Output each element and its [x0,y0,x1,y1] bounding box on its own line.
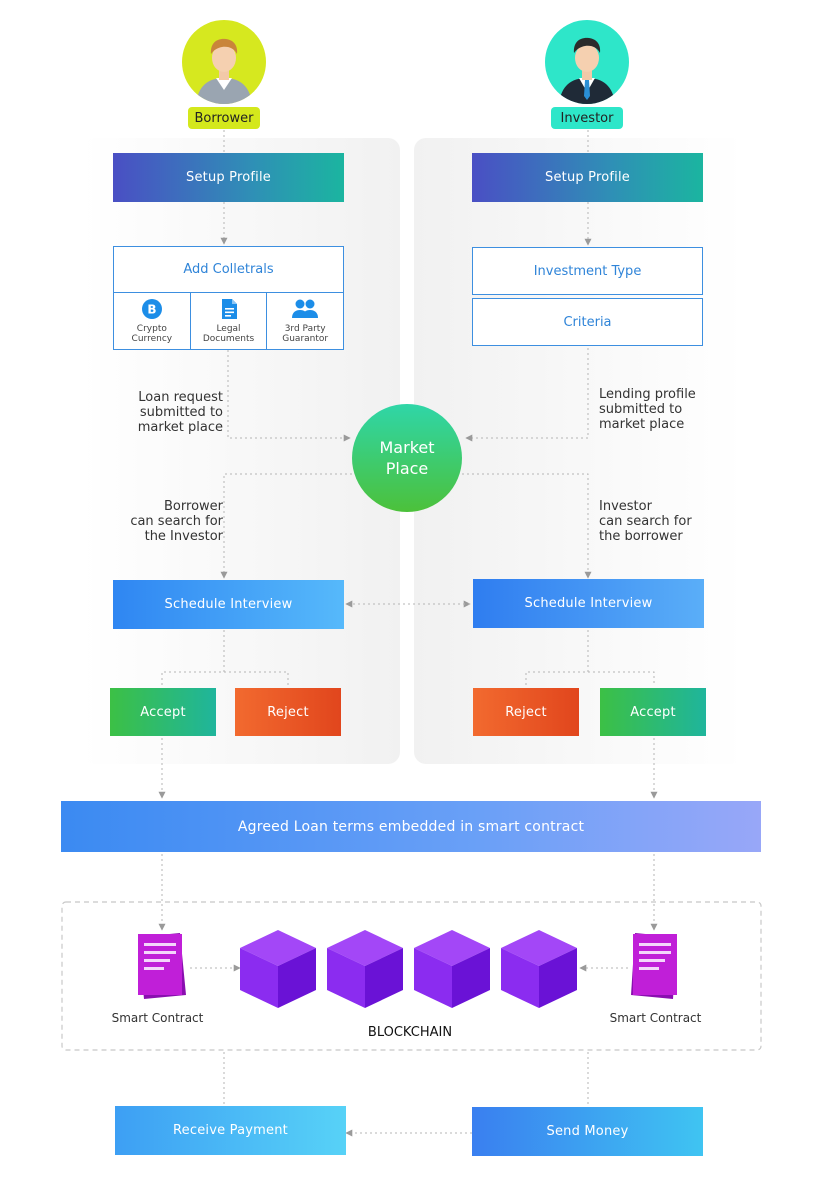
investor-accept: Accept [600,688,706,736]
smart-contract-right-icon [631,933,677,999]
investor-panel [414,138,744,764]
send-money: Send Money [472,1107,703,1156]
borrower-setup-profile: Setup Profile [113,153,344,202]
receive-payment: Receive Payment [115,1106,346,1155]
lending-profile-note: Lending profile submitted to market plac… [599,387,719,432]
collateral-guarantor-line2: Guarantor [282,334,329,344]
agreed-loan-terms: Agreed Loan terms embedded in smart cont… [61,801,761,852]
investor-search-note-line1: Investor [599,499,652,514]
investor-search-note-line3: the borrower [599,529,683,544]
document-icon [221,299,237,319]
market-place-line1: Market [379,438,435,457]
borrower-tag: Borrower [188,107,260,129]
people-icon [292,299,319,318]
collateral-crypto-line2: Currency [131,334,173,344]
collateral-crypto-line1: Crypto [136,324,167,334]
investment-type-box: Investment Type [472,247,703,295]
blockchain-title: BLOCKCHAIN [367,1025,453,1040]
loan-request-note-line3: market place [137,420,223,435]
loan-request-note-line1: Loan request [138,390,223,405]
market-place-node: Market Place [352,404,462,512]
collateral-legal-line2: Documents [202,334,255,344]
smart-contract-right-label: Smart Contract [609,1011,702,1025]
borrower-panel [82,138,400,764]
block-cube-icon [414,930,490,1008]
borrower-accept: Accept [110,688,216,736]
borrower-reject: Reject [235,688,341,736]
add-collaterals-card: Add Colletrals B Crypto Currency Legal D… [113,246,344,350]
smart-contract-left-icon [138,933,186,999]
svg-text:B: B [147,303,156,317]
investor-person-icon [559,37,615,104]
collateral-crypto: B Crypto Currency [114,293,191,350]
investor-search-note-line2: can search for [599,514,692,529]
market-place-line2: Place [385,459,429,478]
investor-reject: Reject [473,688,579,736]
smart-contract-left-label: Smart Contract [111,1011,204,1025]
lending-profile-note-line3: market place [599,417,685,432]
investor-schedule-interview: Schedule Interview [473,579,704,628]
borrower-person-icon [196,38,252,104]
borrower-search-note-line1: Borrower [164,499,223,514]
investor-setup-profile: Setup Profile [472,153,703,202]
collateral-legal: Legal Documents [191,293,268,350]
bitcoin-icon: B [141,299,162,319]
investor-tag: Investor [551,107,623,129]
lending-profile-note-line1: Lending profile [599,387,696,402]
collateral-legal-line1: Legal [216,324,241,334]
borrower-avatar [182,20,266,104]
blockchain-blocks-svg [240,930,577,1008]
block-cube-icon [501,930,577,1008]
collateral-guarantor-line1: 3rd Party [284,324,326,334]
borrower-search-note-line2: can search for [130,514,223,529]
borrower-search-note: Borrower can search for the Investor [110,499,223,544]
loan-request-note: Loan request submitted to market place [120,390,223,435]
borrower-search-note-line3: the Investor [144,529,223,544]
loan-request-note-line2: submitted to [139,405,223,420]
block-cube-icon [327,930,403,1008]
lending-profile-note-line2: submitted to [599,402,683,417]
block-cube-icon [240,930,316,1008]
borrower-schedule-interview: Schedule Interview [113,580,344,629]
collateral-guarantor: 3rd Party Guarantor [267,293,343,350]
add-collaterals-title: Add Colletrals [114,247,343,293]
investor-avatar [545,20,629,104]
criteria-box: Criteria [472,298,703,346]
investor-search-note: Investor can search for the borrower [599,499,719,544]
blockchain-blocks [238,928,583,1010]
